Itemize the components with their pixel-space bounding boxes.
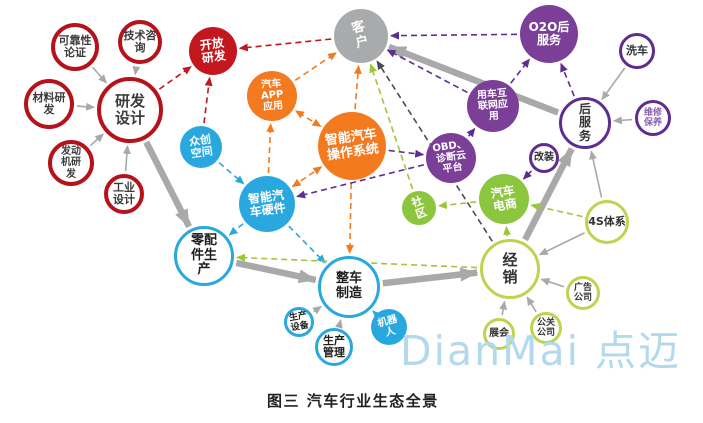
edge-os-app	[294, 110, 322, 128]
edge-houfuwu-o2o	[560, 62, 575, 97]
edge-os-obd	[388, 149, 425, 158]
edge-zhanhui-jingxiao	[499, 300, 508, 316]
edge-hardware-zhengche	[288, 225, 326, 264]
edge-gaizhuang-dianshang	[522, 170, 533, 180]
edge-guanggao-jingxiao	[540, 278, 565, 288]
edge-siesi-houfuwu	[589, 150, 603, 198]
edge-zhengche-jingxiao	[382, 267, 479, 287]
edge-weixiu-houfuwu	[612, 116, 633, 125]
edge-fadongji-yanfa	[89, 133, 104, 147]
edge-lingpeijian-zhengche	[235, 259, 317, 284]
edge-hardware-os	[291, 166, 323, 188]
edge-obd-yongche	[466, 127, 476, 138]
edge-siesi-jingxiao	[538, 232, 585, 256]
edge-jingxiao-houfuwu	[522, 147, 575, 242]
edge-xiche-houfuwu	[601, 67, 626, 101]
edge-zhongchuang-hardware	[218, 162, 245, 185]
figure-caption: 图三 汽车行业生态全景	[267, 392, 439, 410]
edge-os-kehu	[353, 64, 362, 110]
edge-obd-hardware	[296, 164, 425, 199]
edge-kehu-kaifang	[238, 38, 332, 52]
edge-jingxiao-kehu	[376, 60, 493, 242]
edge-jingxiao-lingpeijian	[235, 253, 478, 269]
edge-guanli-zhengche	[334, 319, 343, 329]
edge-yanfa-kaifang	[158, 65, 192, 90]
edge-hardware-lingpeijian	[228, 223, 244, 236]
edge-cailiao-yanfa	[76, 102, 96, 111]
edge-gongguan-jingxiao	[526, 296, 537, 313]
edge-yongche-o2o	[510, 58, 530, 84]
edge-gongye-yanfa	[122, 144, 131, 172]
edge-jiqiren-zhengche	[372, 310, 382, 320]
edge-yanfa-lingpeijian	[143, 140, 192, 229]
edge-os-zhengche	[345, 182, 354, 255]
edge-hardware-app	[266, 122, 275, 174]
edge-jishuzixun-yanfa	[132, 65, 141, 76]
edge-zhongchuang-kaifang	[203, 76, 213, 124]
edge-yongche-kehu	[386, 49, 468, 94]
edge-shebei-zhengche	[312, 305, 322, 315]
edge-jingxiao-dianshang	[503, 225, 512, 237]
edge-siesi-dianshang	[530, 202, 583, 218]
edge-shequ-kehu	[369, 63, 414, 190]
edge-dianshang-shequ	[437, 201, 477, 210]
edge-houfuwu-kehu	[387, 43, 560, 116]
edge-app-kehu	[294, 52, 337, 82]
edge-o2o-kehu	[389, 31, 518, 40]
edge-kekaoxing-yanfa	[92, 66, 107, 84]
